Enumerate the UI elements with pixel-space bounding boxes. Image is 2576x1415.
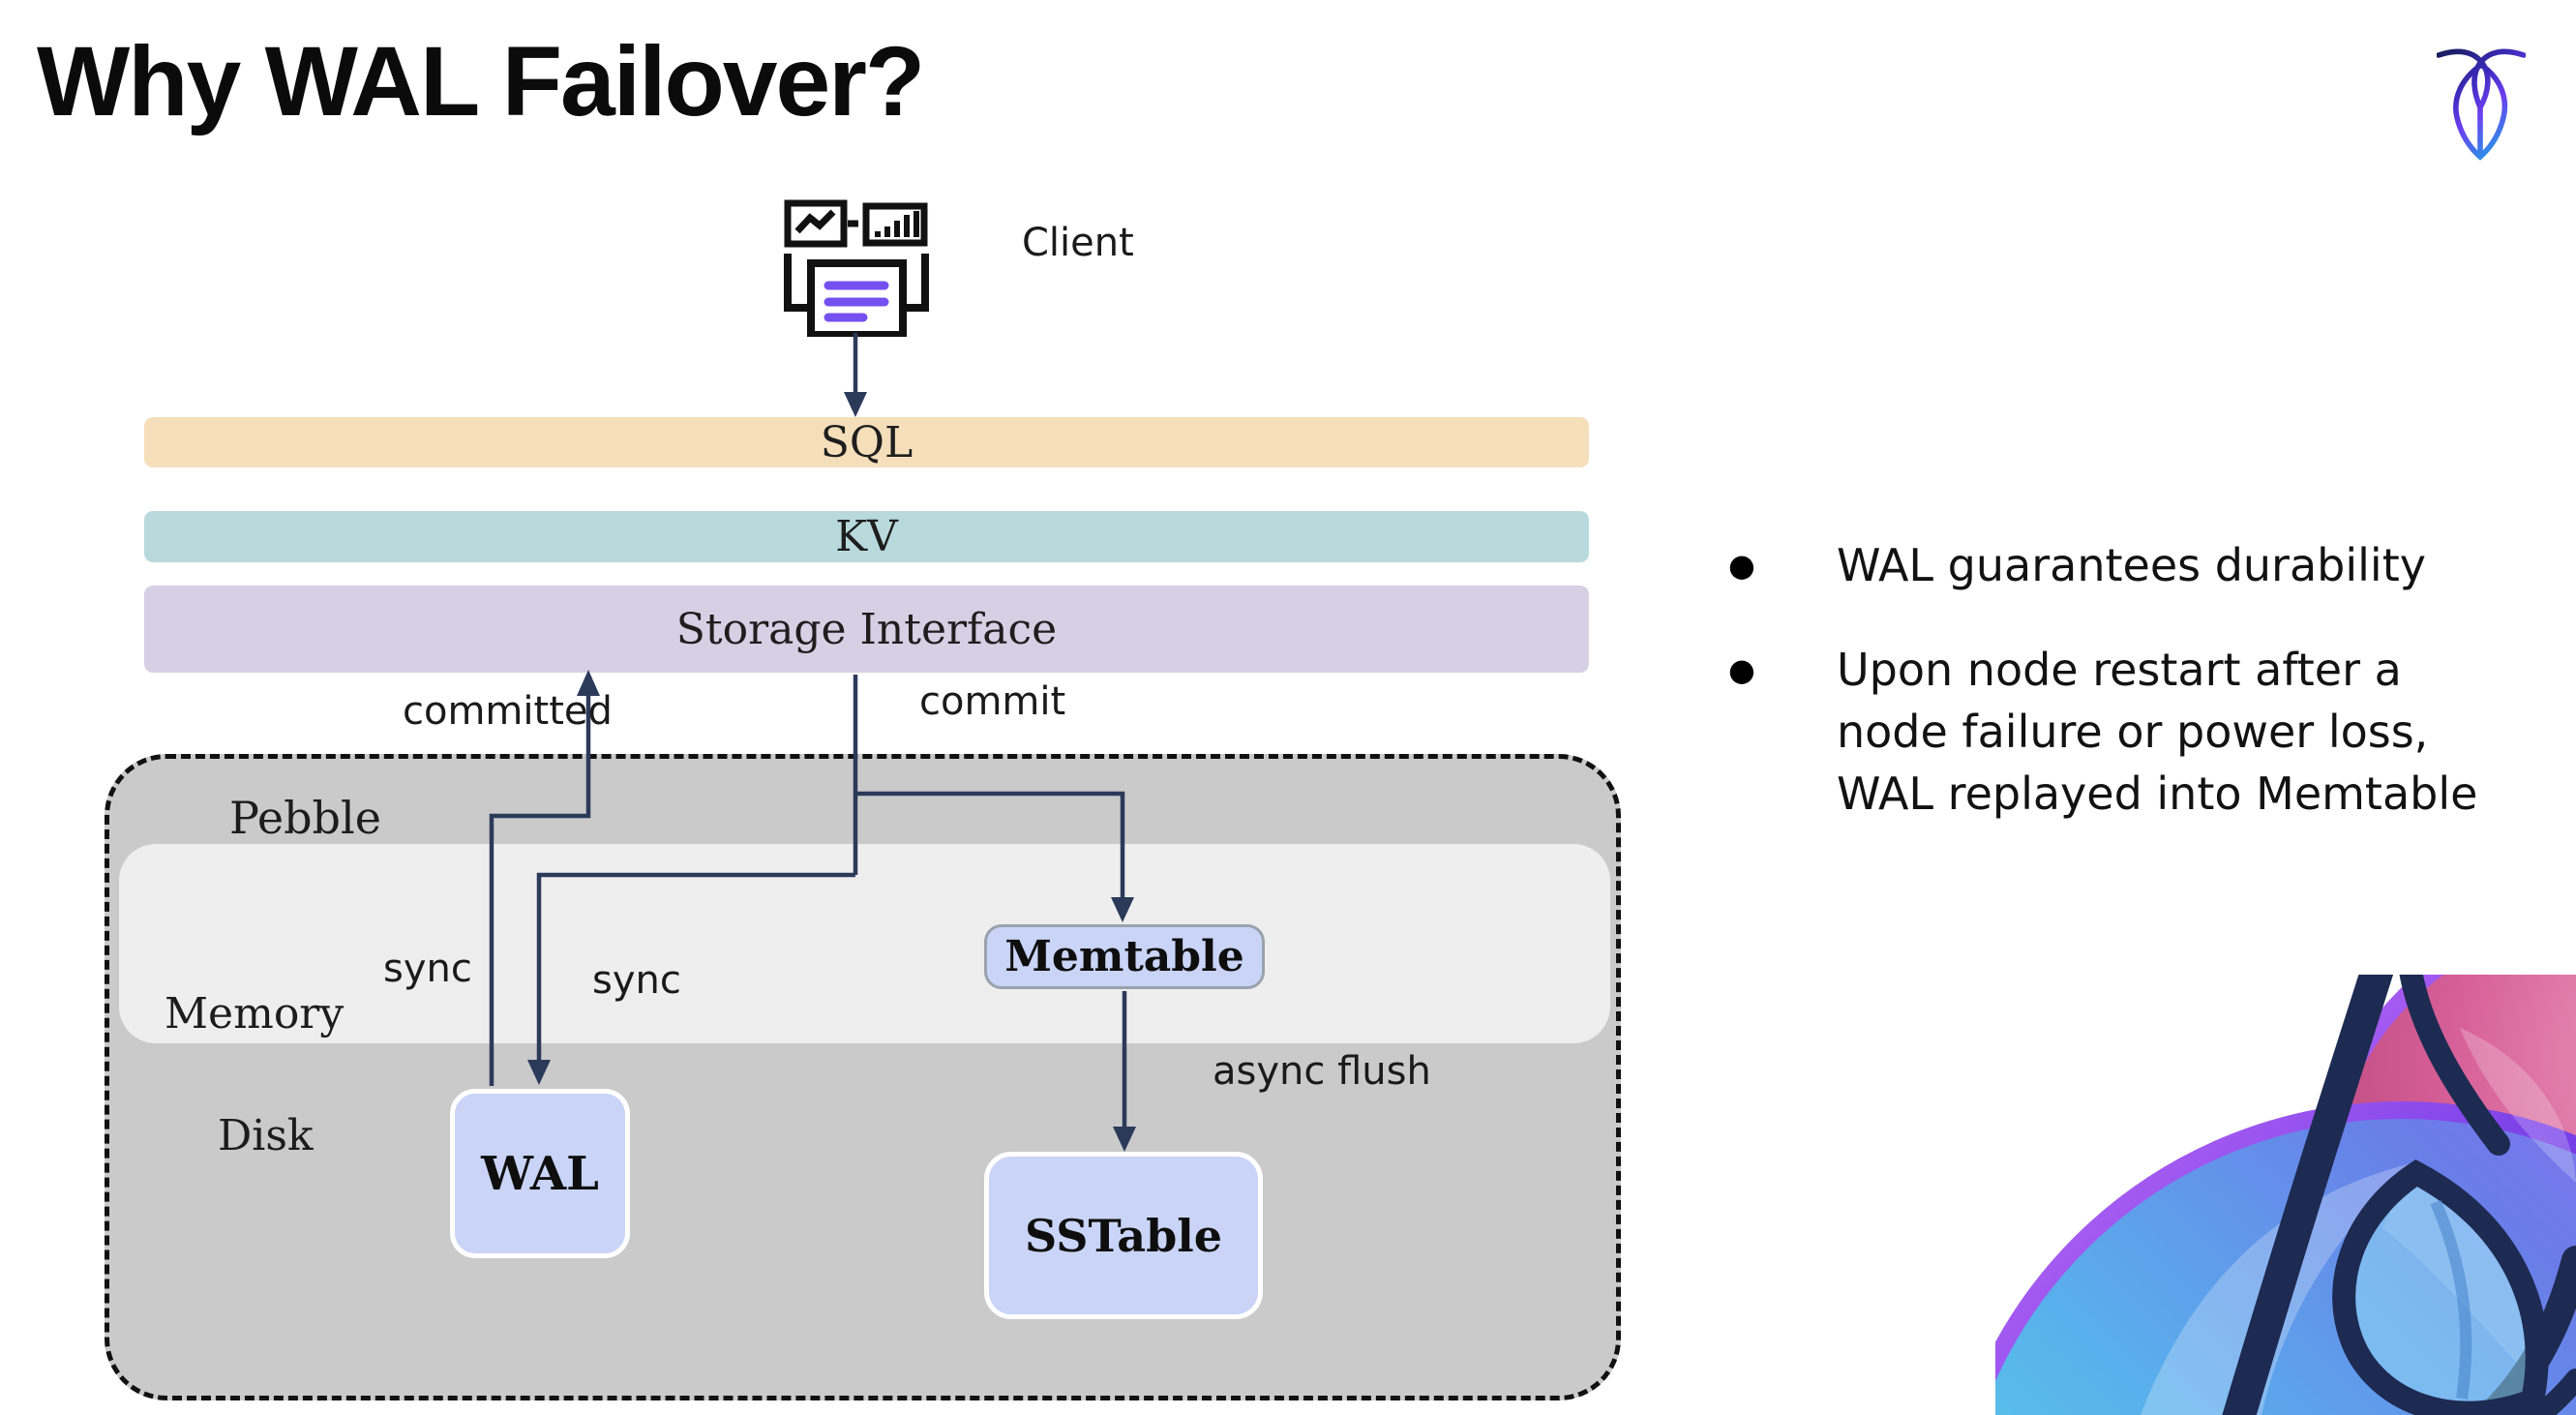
commit-label: commit — [919, 679, 1066, 724]
pebble-label: Pebble — [229, 792, 381, 844]
cockroachdb-logo-icon — [2437, 48, 2526, 161]
bullet-dot: ● — [1728, 547, 1755, 584]
memtable-node: Memtable — [984, 924, 1265, 989]
bullet-dot: ● — [1728, 651, 1755, 688]
async-flush-label: async flush — [1213, 1049, 1431, 1094]
cockroachdb-spheres-decoration-icon — [1995, 975, 2576, 1415]
bullet-list: ● WAL guarantees durability ● Upon node … — [1728, 534, 2576, 867]
committed-label: committed — [403, 689, 613, 734]
memory-label: Memory — [165, 989, 344, 1039]
client-devices-icon — [784, 199, 929, 337]
sstable-node: SSTable — [984, 1152, 1263, 1319]
list-item: ● Upon node restart after a node failure… — [1728, 639, 2576, 825]
layer-storage-label: Storage Interface — [675, 604, 1058, 654]
list-item: ● WAL guarantees durability — [1728, 534, 2576, 596]
sync-label-left: sync — [383, 947, 472, 991]
client-label: Client — [1022, 221, 1134, 265]
layer-sql-label: SQL — [820, 417, 914, 467]
layer-sql: SQL — [144, 417, 1589, 467]
bullet-line: node failure or power loss, — [1837, 706, 2429, 758]
sync-label-right: sync — [592, 958, 681, 1003]
disk-label: Disk — [218, 1111, 314, 1160]
layer-kv: KV — [144, 511, 1589, 562]
wal-label: WAL — [481, 1146, 599, 1201]
page-title: Why WAL Failover? — [37, 26, 925, 136]
sstable-label: SSTable — [1025, 1209, 1222, 1262]
memtable-label: Memtable — [1004, 932, 1244, 981]
layer-kv-label: KV — [835, 512, 898, 561]
bullet-text: Upon node restart after a node failure o… — [1837, 639, 2477, 825]
wal-node: WAL — [450, 1089, 630, 1258]
bullet-line: WAL replayed into Memtable — [1837, 768, 2478, 820]
bullet-line: WAL guarantees durability — [1837, 539, 2426, 591]
layer-storage-interface: Storage Interface — [144, 586, 1589, 673]
bullet-line: Upon node restart after a — [1837, 644, 2402, 696]
bullet-text: WAL guarantees durability — [1837, 534, 2426, 596]
